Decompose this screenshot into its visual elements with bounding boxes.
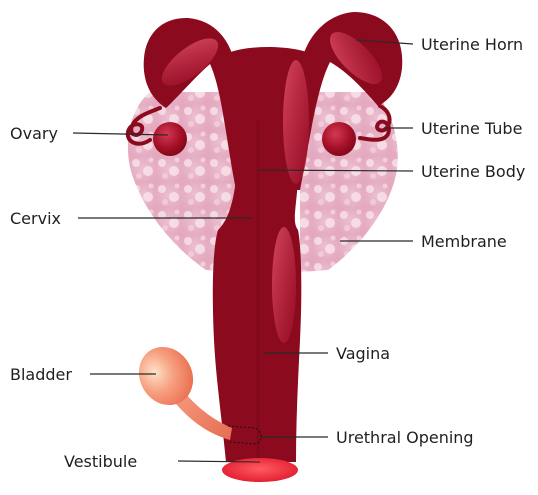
right-ovary bbox=[322, 122, 356, 156]
label-uterine-body: Uterine Body bbox=[421, 162, 525, 181]
label-bladder: Bladder bbox=[10, 365, 72, 384]
left-ovary bbox=[153, 122, 187, 156]
vagina-highlight bbox=[272, 227, 296, 343]
label-cervix: Cervix bbox=[10, 209, 61, 228]
uterine-body-highlight bbox=[283, 60, 309, 184]
label-uterine-horn: Uterine Horn bbox=[421, 35, 523, 54]
label-vestibule: Vestibule bbox=[64, 452, 137, 471]
label-vagina: Vagina bbox=[336, 344, 390, 363]
label-membrane: Membrane bbox=[421, 232, 507, 251]
label-uterine-tube: Uterine Tube bbox=[421, 119, 522, 138]
label-ovary: Ovary bbox=[10, 124, 58, 143]
label-urethral-opening: Urethral Opening bbox=[336, 428, 474, 447]
